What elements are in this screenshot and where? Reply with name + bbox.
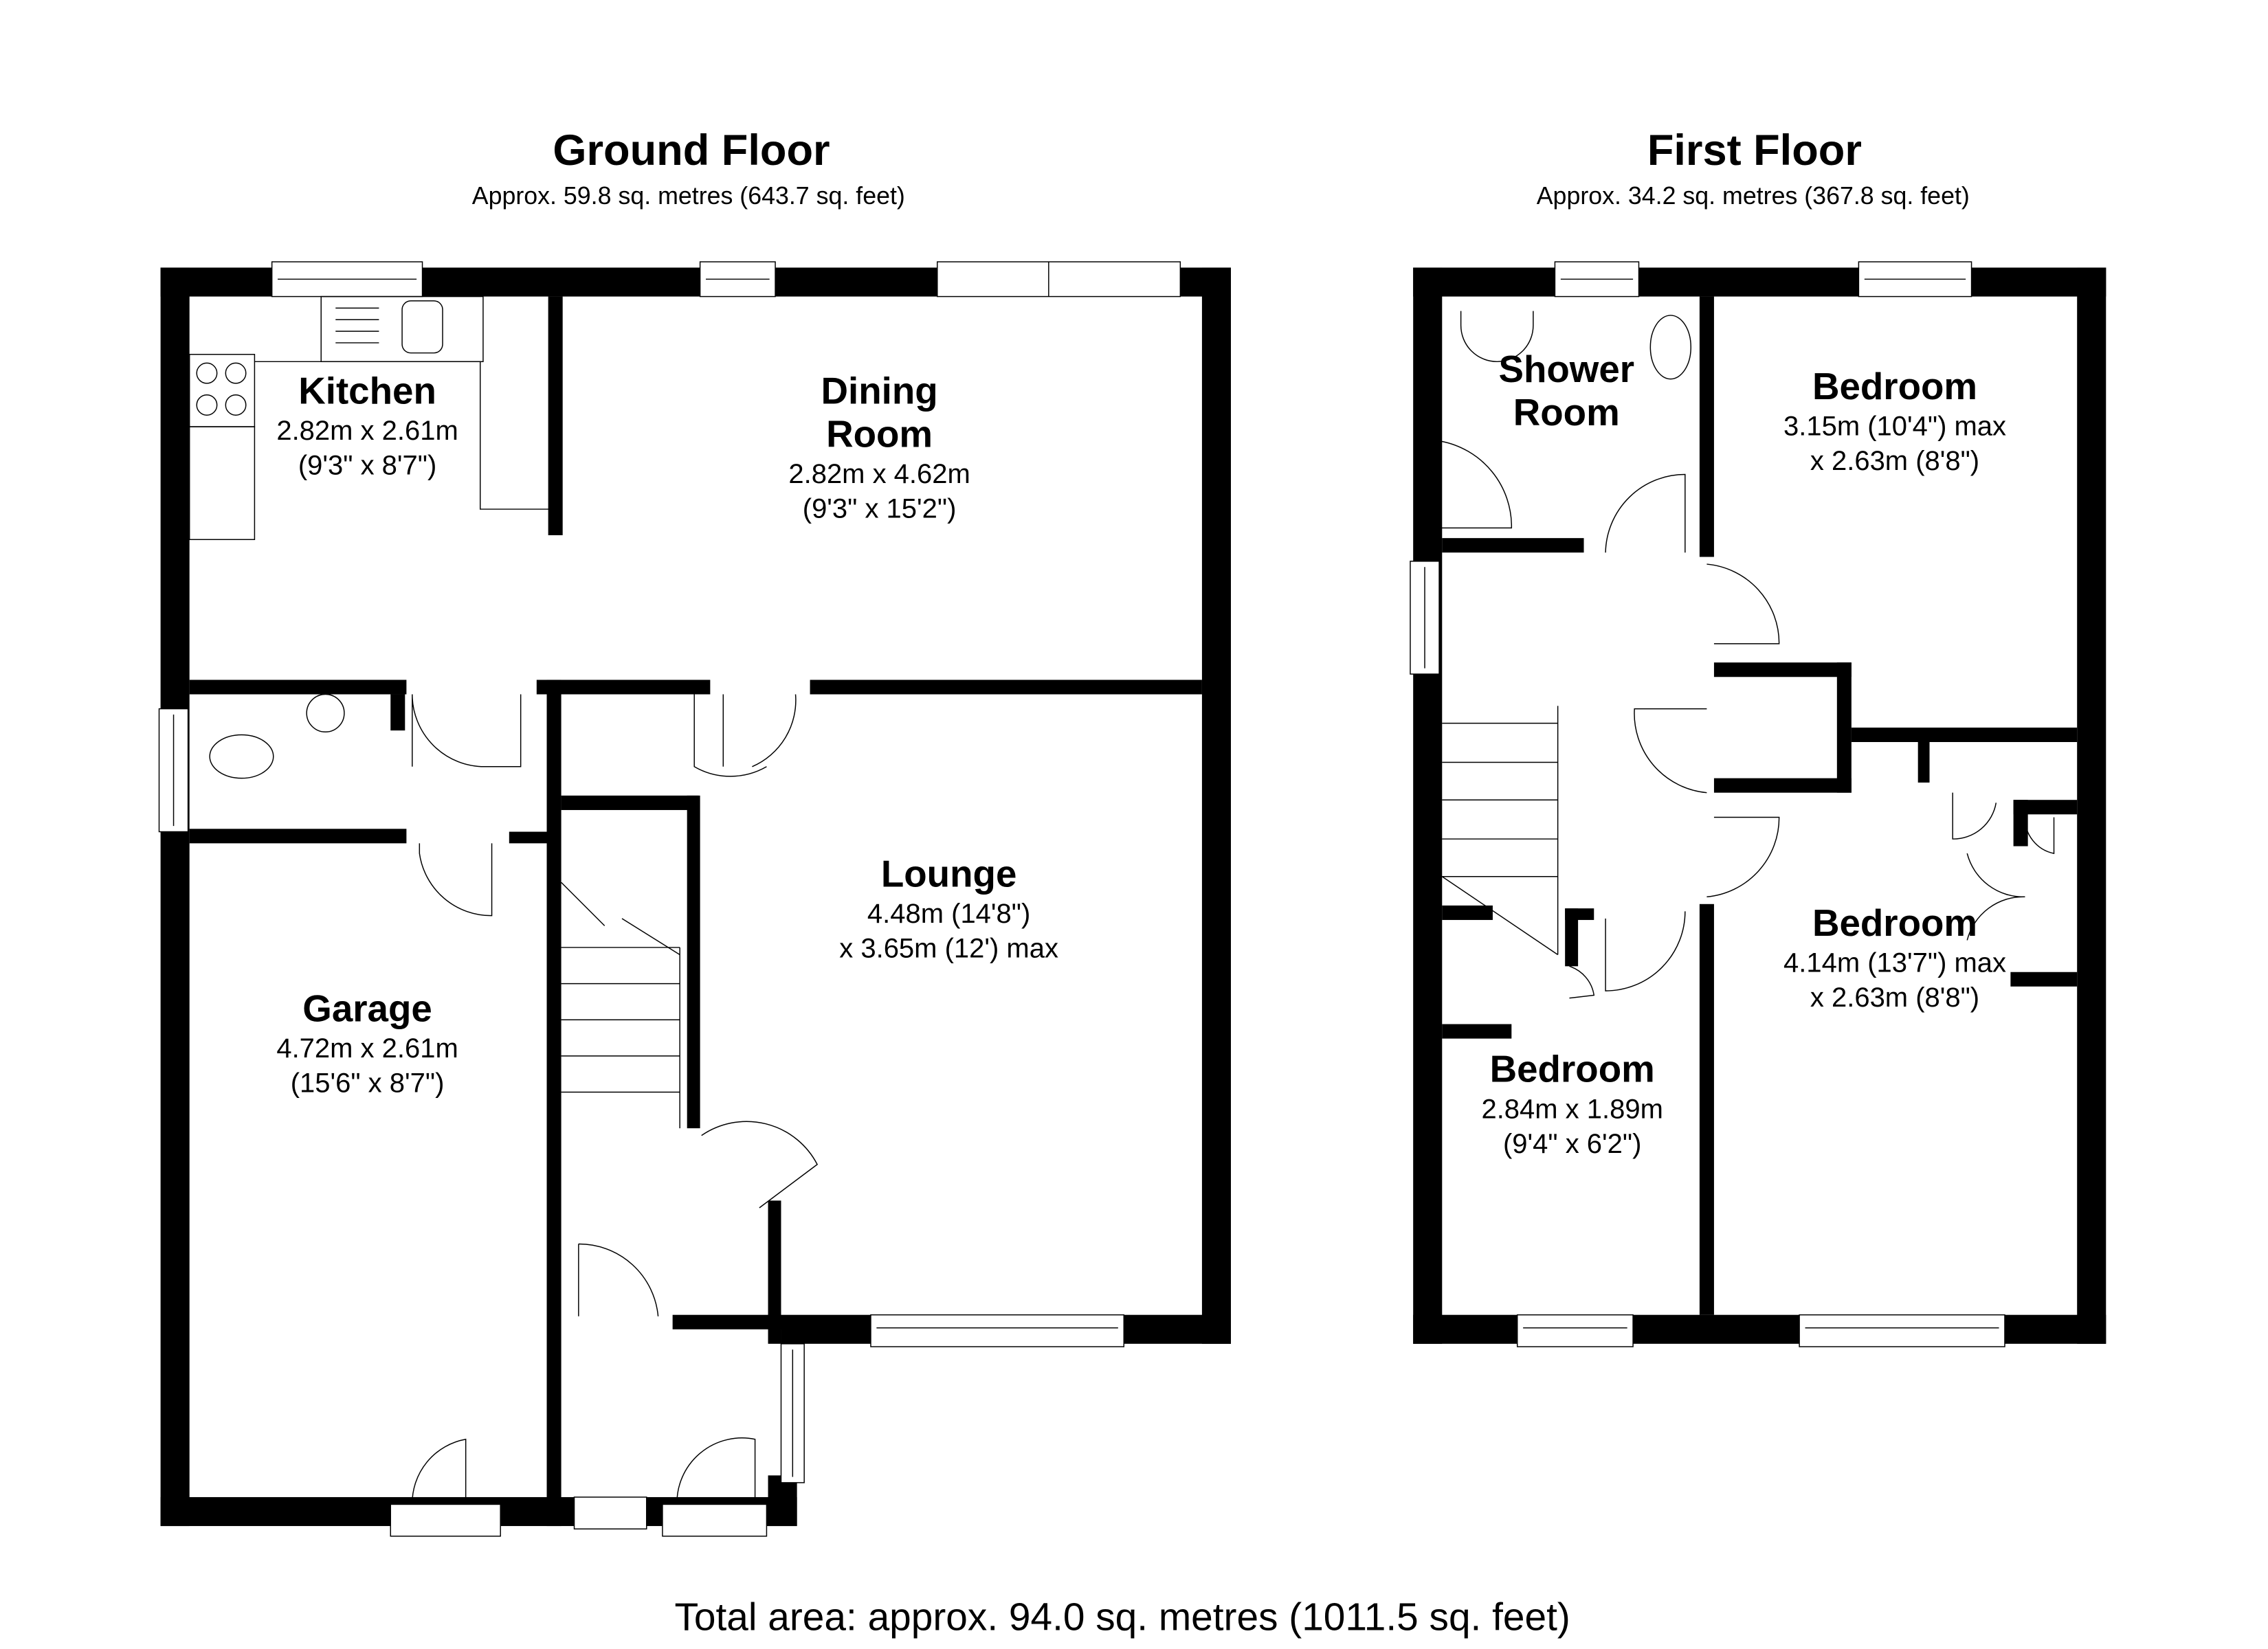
bedroom-1-label: Bedroom 3.15m (10'4") max x 2.63m (8'8")	[1783, 365, 2006, 476]
svg-text:2.84m x 1.89m: 2.84m x 1.89m	[1481, 1094, 1663, 1124]
svg-text:Bedroom: Bedroom	[1812, 365, 1977, 407]
svg-text:x 2.63m (8'8"): x 2.63m (8'8")	[1810, 446, 1979, 476]
svg-text:Kitchen: Kitchen	[298, 369, 436, 412]
shower-room-label: Shower Room	[1498, 348, 1634, 434]
svg-text:Room: Room	[826, 413, 933, 456]
ground-floor-plan: Ground Floor Approx. 59.8 sq. metres (64…	[158, 126, 1692, 1537]
svg-text:Room: Room	[1513, 391, 1620, 434]
svg-text:Shower: Shower	[1498, 348, 1634, 390]
shower-tray-icon	[1440, 440, 1513, 529]
svg-text:Lounge: Lounge	[881, 853, 1017, 895]
svg-text:Bedroom: Bedroom	[1490, 1048, 1655, 1090]
svg-text:4.48m (14'8"): 4.48m (14'8")	[867, 899, 1030, 929]
ground-floor-doors	[390, 694, 819, 1537]
kitchen-fixtures	[188, 295, 1692, 779]
wc-toilet-icon	[209, 734, 274, 779]
bedroom-3-label: Bedroom 2.84m x 1.89m (9'4" x 6'2")	[1481, 1048, 1663, 1159]
first-floor-title: First Floor	[1647, 126, 1862, 175]
svg-text:(9'3" x 15'2"): (9'3" x 15'2")	[803, 494, 957, 524]
first-floor-plan: First Floor Approx. 34.2 sq. metres (367…	[1410, 126, 2106, 1347]
first-floor-windows	[1410, 261, 2005, 1347]
ground-floor-stairs	[561, 882, 680, 1129]
dining-room-label: Dining Room 2.82m x 4.62m (9'3" x 15'2")	[788, 369, 970, 524]
svg-text:4.72m x 2.61m: 4.72m x 2.61m	[276, 1033, 458, 1064]
first-floor-stairs	[1441, 706, 1559, 956]
svg-text:4.14m (13'7") max: 4.14m (13'7") max	[1783, 948, 2006, 978]
svg-text:3.15m (10'4") max: 3.15m (10'4") max	[1783, 412, 2006, 442]
lounge-label: Lounge 4.48m (14'8") x 3.65m (12') max	[839, 853, 1058, 964]
svg-text:(9'3" x 8'7"): (9'3" x 8'7")	[298, 451, 436, 481]
svg-text:(15'6" x 8'7"): (15'6" x 8'7")	[291, 1068, 445, 1098]
total-area: Total area: approx. 94.0 sq. metres (101…	[674, 1596, 1570, 1639]
svg-text:Bedroom: Bedroom	[1812, 901, 1977, 944]
wc-basin-icon	[306, 693, 345, 732]
ground-floor-title: Ground Floor	[553, 126, 830, 175]
shower-toilet-icon	[1649, 315, 1692, 380]
svg-text:Dining: Dining	[821, 369, 938, 412]
garage-label: Garage 4.72m x 2.61m (15'6" x 8'7")	[276, 987, 458, 1098]
svg-text:x 3.65m (12') max: x 3.65m (12') max	[839, 934, 1058, 964]
svg-text:2.82m x 4.62m: 2.82m x 4.62m	[788, 459, 970, 489]
svg-text:(9'4" x 6'2"): (9'4" x 6'2")	[1503, 1129, 1641, 1159]
svg-text:x 2.63m (8'8"): x 2.63m (8'8")	[1810, 983, 1979, 1013]
ground-floor-area: Approx. 59.8 sq. metres (643.7 sq. feet)	[472, 182, 905, 210]
ground-floor-windows	[158, 261, 1181, 1529]
kitchen-label: Kitchen 2.82m x 2.61m (9'3" x 8'7")	[276, 369, 458, 480]
svg-text:2.82m x 2.61m: 2.82m x 2.61m	[276, 416, 458, 446]
bedroom-2-label: Bedroom 4.14m (13'7") max x 2.63m (8'8")	[1783, 901, 2006, 1013]
shower-basin-icon	[1460, 311, 1534, 363]
svg-text:Garage: Garage	[302, 987, 432, 1029]
first-floor-doors	[1569, 473, 2055, 999]
first-floor-area: Approx. 34.2 sq. metres (367.8 sq. feet)	[1537, 182, 1970, 210]
